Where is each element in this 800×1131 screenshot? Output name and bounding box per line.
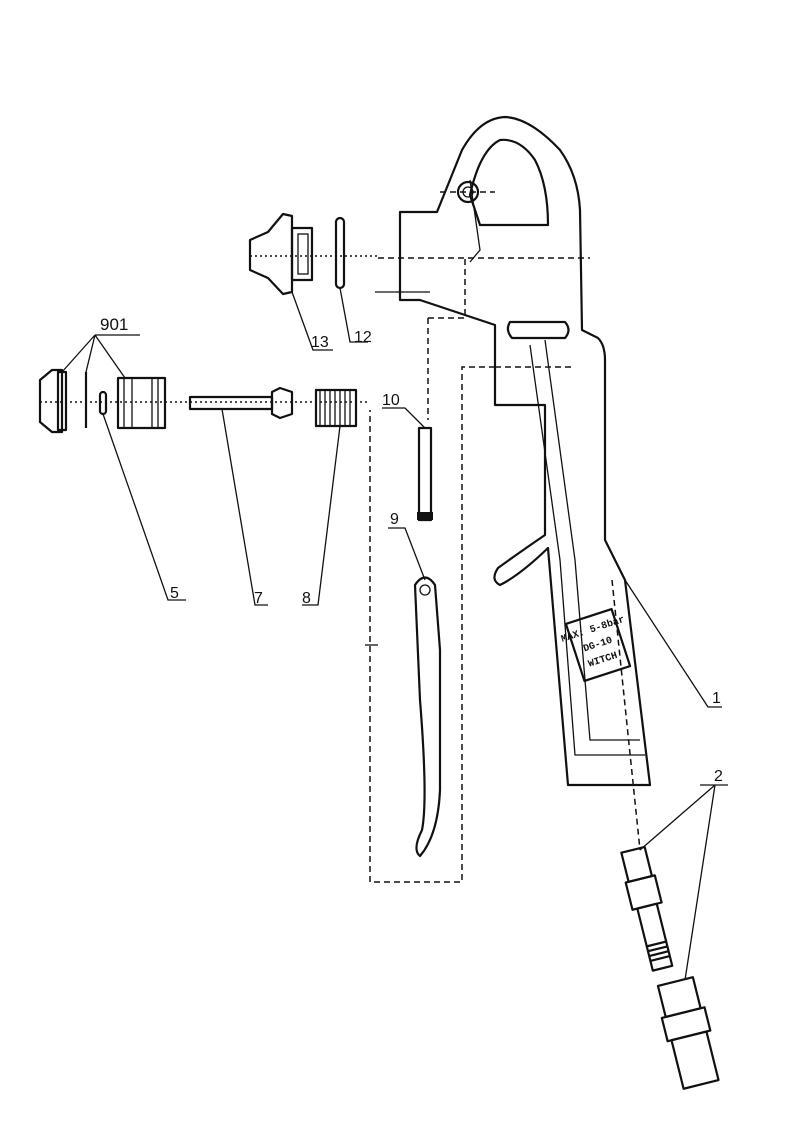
callout-5: 5 [170, 585, 179, 602]
svg-text:WITCH: WITCH [587, 651, 619, 671]
callout-10: 10 [382, 392, 400, 409]
callout-13: 13 [311, 334, 329, 351]
callout-9: 9 [390, 511, 399, 528]
leader-lines [61, 287, 728, 981]
pin-part-10 [417, 426, 433, 522]
callout-12: 12 [354, 329, 372, 346]
gun-body: MAX: 5-8bar DG-10 WITCH [375, 115, 652, 851]
callout-901: 901 [100, 315, 128, 334]
valve-rod-part-7 [188, 386, 294, 420]
nozzle-part-13 [248, 212, 380, 296]
assembly-guide-lines [40, 258, 495, 883]
callout-2: 2 [714, 768, 723, 785]
callout-8: 8 [302, 590, 311, 607]
callout-1: 1 [712, 690, 721, 707]
body-label-plate: MAX: 5-8bar DG-10 WITCH [560, 607, 632, 683]
valve-seat-part-901 [38, 368, 167, 434]
fitting-parts-2 [620, 845, 720, 1090]
trigger-part-9 [365, 576, 442, 858]
callout-7: 7 [254, 590, 263, 607]
spring-part-8 [314, 388, 358, 428]
